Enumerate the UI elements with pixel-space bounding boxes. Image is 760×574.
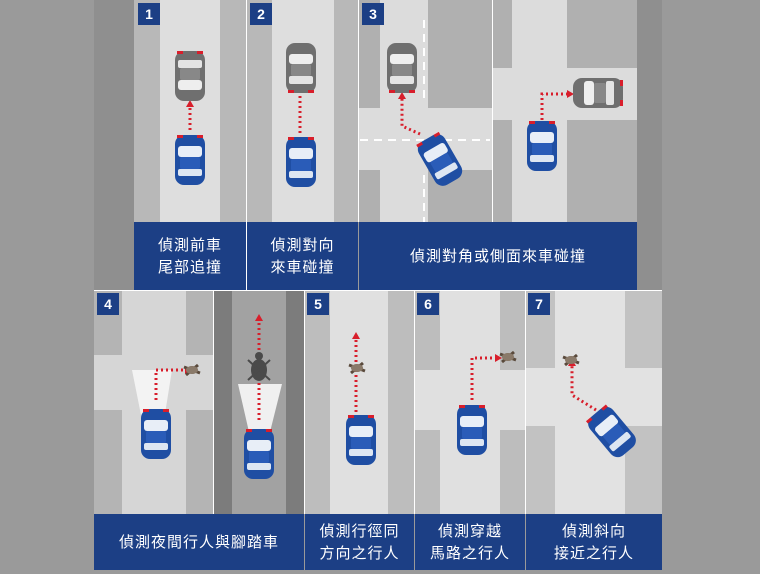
caption-line: 偵測穿越 <box>437 522 502 540</box>
lead-car <box>175 51 205 101</box>
side-car <box>573 78 623 108</box>
ego-car-4a <box>141 409 171 459</box>
panel-5-number: 5 <box>307 293 329 315</box>
cyclist-icon <box>247 352 271 381</box>
pedestrian-7 <box>561 353 581 367</box>
arrow-3b <box>540 92 568 120</box>
caption-line: 來車碰撞 <box>270 258 335 276</box>
caption-panel-7: 偵測斜向接近之行人 <box>526 514 662 570</box>
caption-panel-6: 偵測穿越馬路之行人 <box>415 514 525 570</box>
caption-panel-4: 偵測夜間行人與腳踏車 <box>94 514 304 570</box>
panel-2-number: 2 <box>250 3 272 25</box>
caption-panel-1: 偵測前車尾部追撞 <box>134 222 246 290</box>
pedestrian-4 <box>182 363 202 377</box>
caption-panel-2: 偵測對向來車碰撞 <box>247 222 358 290</box>
arrow-6 <box>470 356 496 400</box>
panel-3-number: 3 <box>362 3 384 25</box>
caption-panel-3: 偵測對角或側面來車碰撞 <box>359 222 637 290</box>
caption-line: 馬路之行人 <box>429 544 510 562</box>
ego-car-1 <box>175 135 205 185</box>
caption-line: 偵測斜向 <box>561 522 626 540</box>
crossing-car-a <box>387 43 417 93</box>
ego-car-4b <box>244 429 274 479</box>
ego-car-3b <box>527 121 557 171</box>
caption-line: 偵測對向 <box>270 236 335 254</box>
pedestrian-6 <box>498 350 518 364</box>
caption-line: 接近之行人 <box>553 544 634 562</box>
caption-panel-5: 偵測行徑同方向之行人 <box>305 514 414 570</box>
caption-line: 尾部追撞 <box>157 258 222 276</box>
ego-car-5 <box>346 415 376 465</box>
caption-line: 偵測對角或側面來車碰撞 <box>409 247 586 265</box>
caption-line: 方向之行人 <box>319 544 400 562</box>
panel-6-number: 6 <box>417 293 439 315</box>
oncoming-car <box>286 43 316 93</box>
caption-line: 偵測行徑同 <box>319 522 400 540</box>
pedestrian-5 <box>347 361 367 375</box>
caption-line: 偵測夜間行人與腳踏車 <box>118 533 279 551</box>
panel-1-number: 1 <box>138 3 160 25</box>
panel-4-number: 4 <box>97 293 119 315</box>
arrow-3a <box>400 98 421 136</box>
ego-car-2 <box>286 137 316 187</box>
ego-car-6 <box>457 405 487 455</box>
caption-line: 偵測前車 <box>157 236 222 254</box>
panel-7-number: 7 <box>528 293 550 315</box>
